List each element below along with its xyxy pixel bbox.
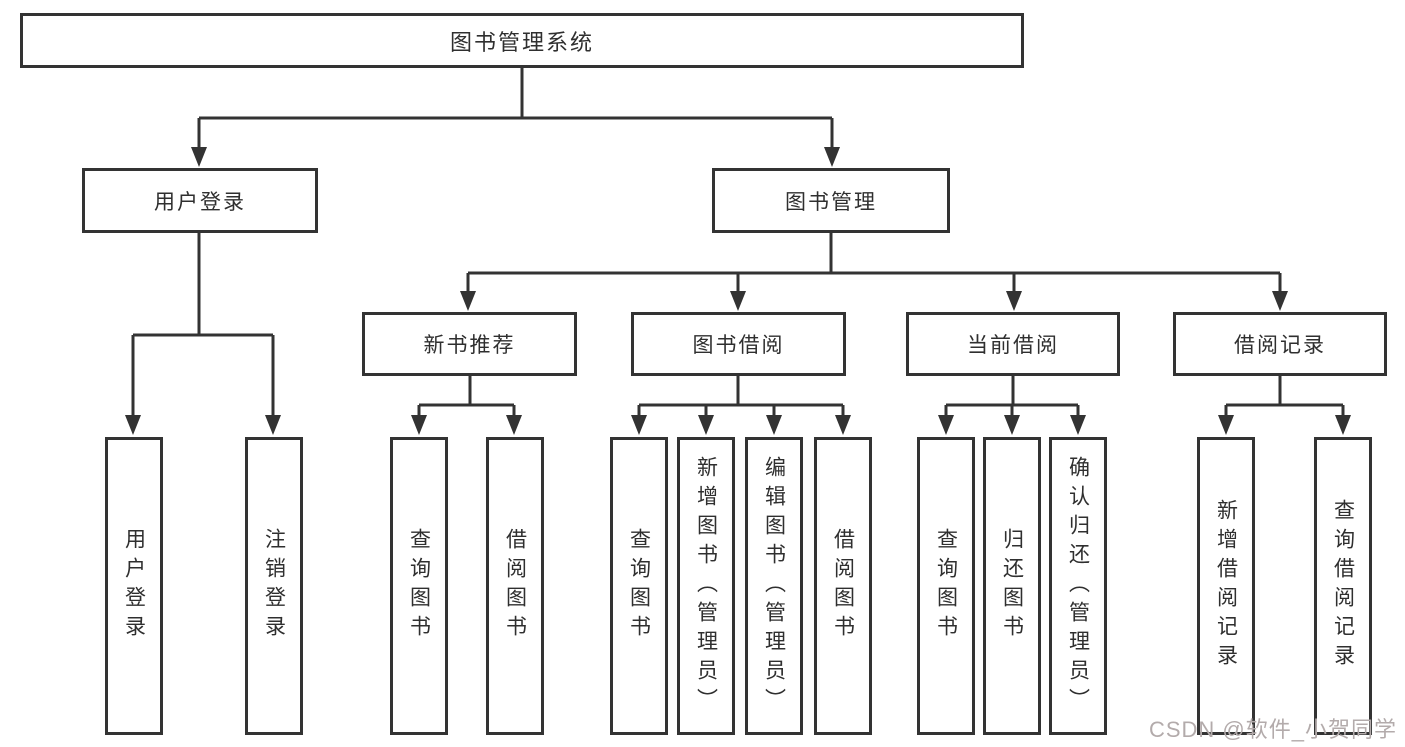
leaf-borrow-borrow-books: 借阅图书 [814, 437, 872, 735]
leaf-user-login: 用户登录 [105, 437, 163, 735]
node-root: 图书管理系统 [20, 13, 1024, 68]
leaf-logout-login: 注销登录 [245, 437, 303, 735]
leaf-borrow-query-books: 查询图书 [610, 437, 668, 735]
leaf-records-query-borrow-record: 查询借阅记录 [1314, 437, 1372, 735]
node-user-login: 用户登录 [82, 168, 318, 233]
node-current-borrow: 当前借阅 [906, 312, 1120, 376]
leaf-newbook-query-books: 查询图书 [390, 437, 448, 735]
leaf-borrow-add-books-admin: 新增图书（管理员） [677, 437, 735, 735]
leaf-current-query-books: 查询图书 [917, 437, 975, 735]
leaf-records-add-borrow-record: 新增借阅记录 [1197, 437, 1255, 735]
node-new-book-recommend: 新书推荐 [362, 312, 577, 376]
leaf-newbook-borrow-books: 借阅图书 [486, 437, 544, 735]
node-book-borrow: 图书借阅 [631, 312, 846, 376]
watermark: CSDN @软件_小贺同学 [1148, 717, 1397, 742]
leaf-current-return-books: 归还图书 [983, 437, 1041, 735]
node-book-management: 图书管理 [712, 168, 950, 233]
node-borrow-records: 借阅记录 [1173, 312, 1387, 376]
leaf-borrow-edit-books-admin: 编辑图书（管理员） [745, 437, 803, 735]
leaf-current-confirm-return-admin: 确认归还（管理员） [1049, 437, 1107, 735]
